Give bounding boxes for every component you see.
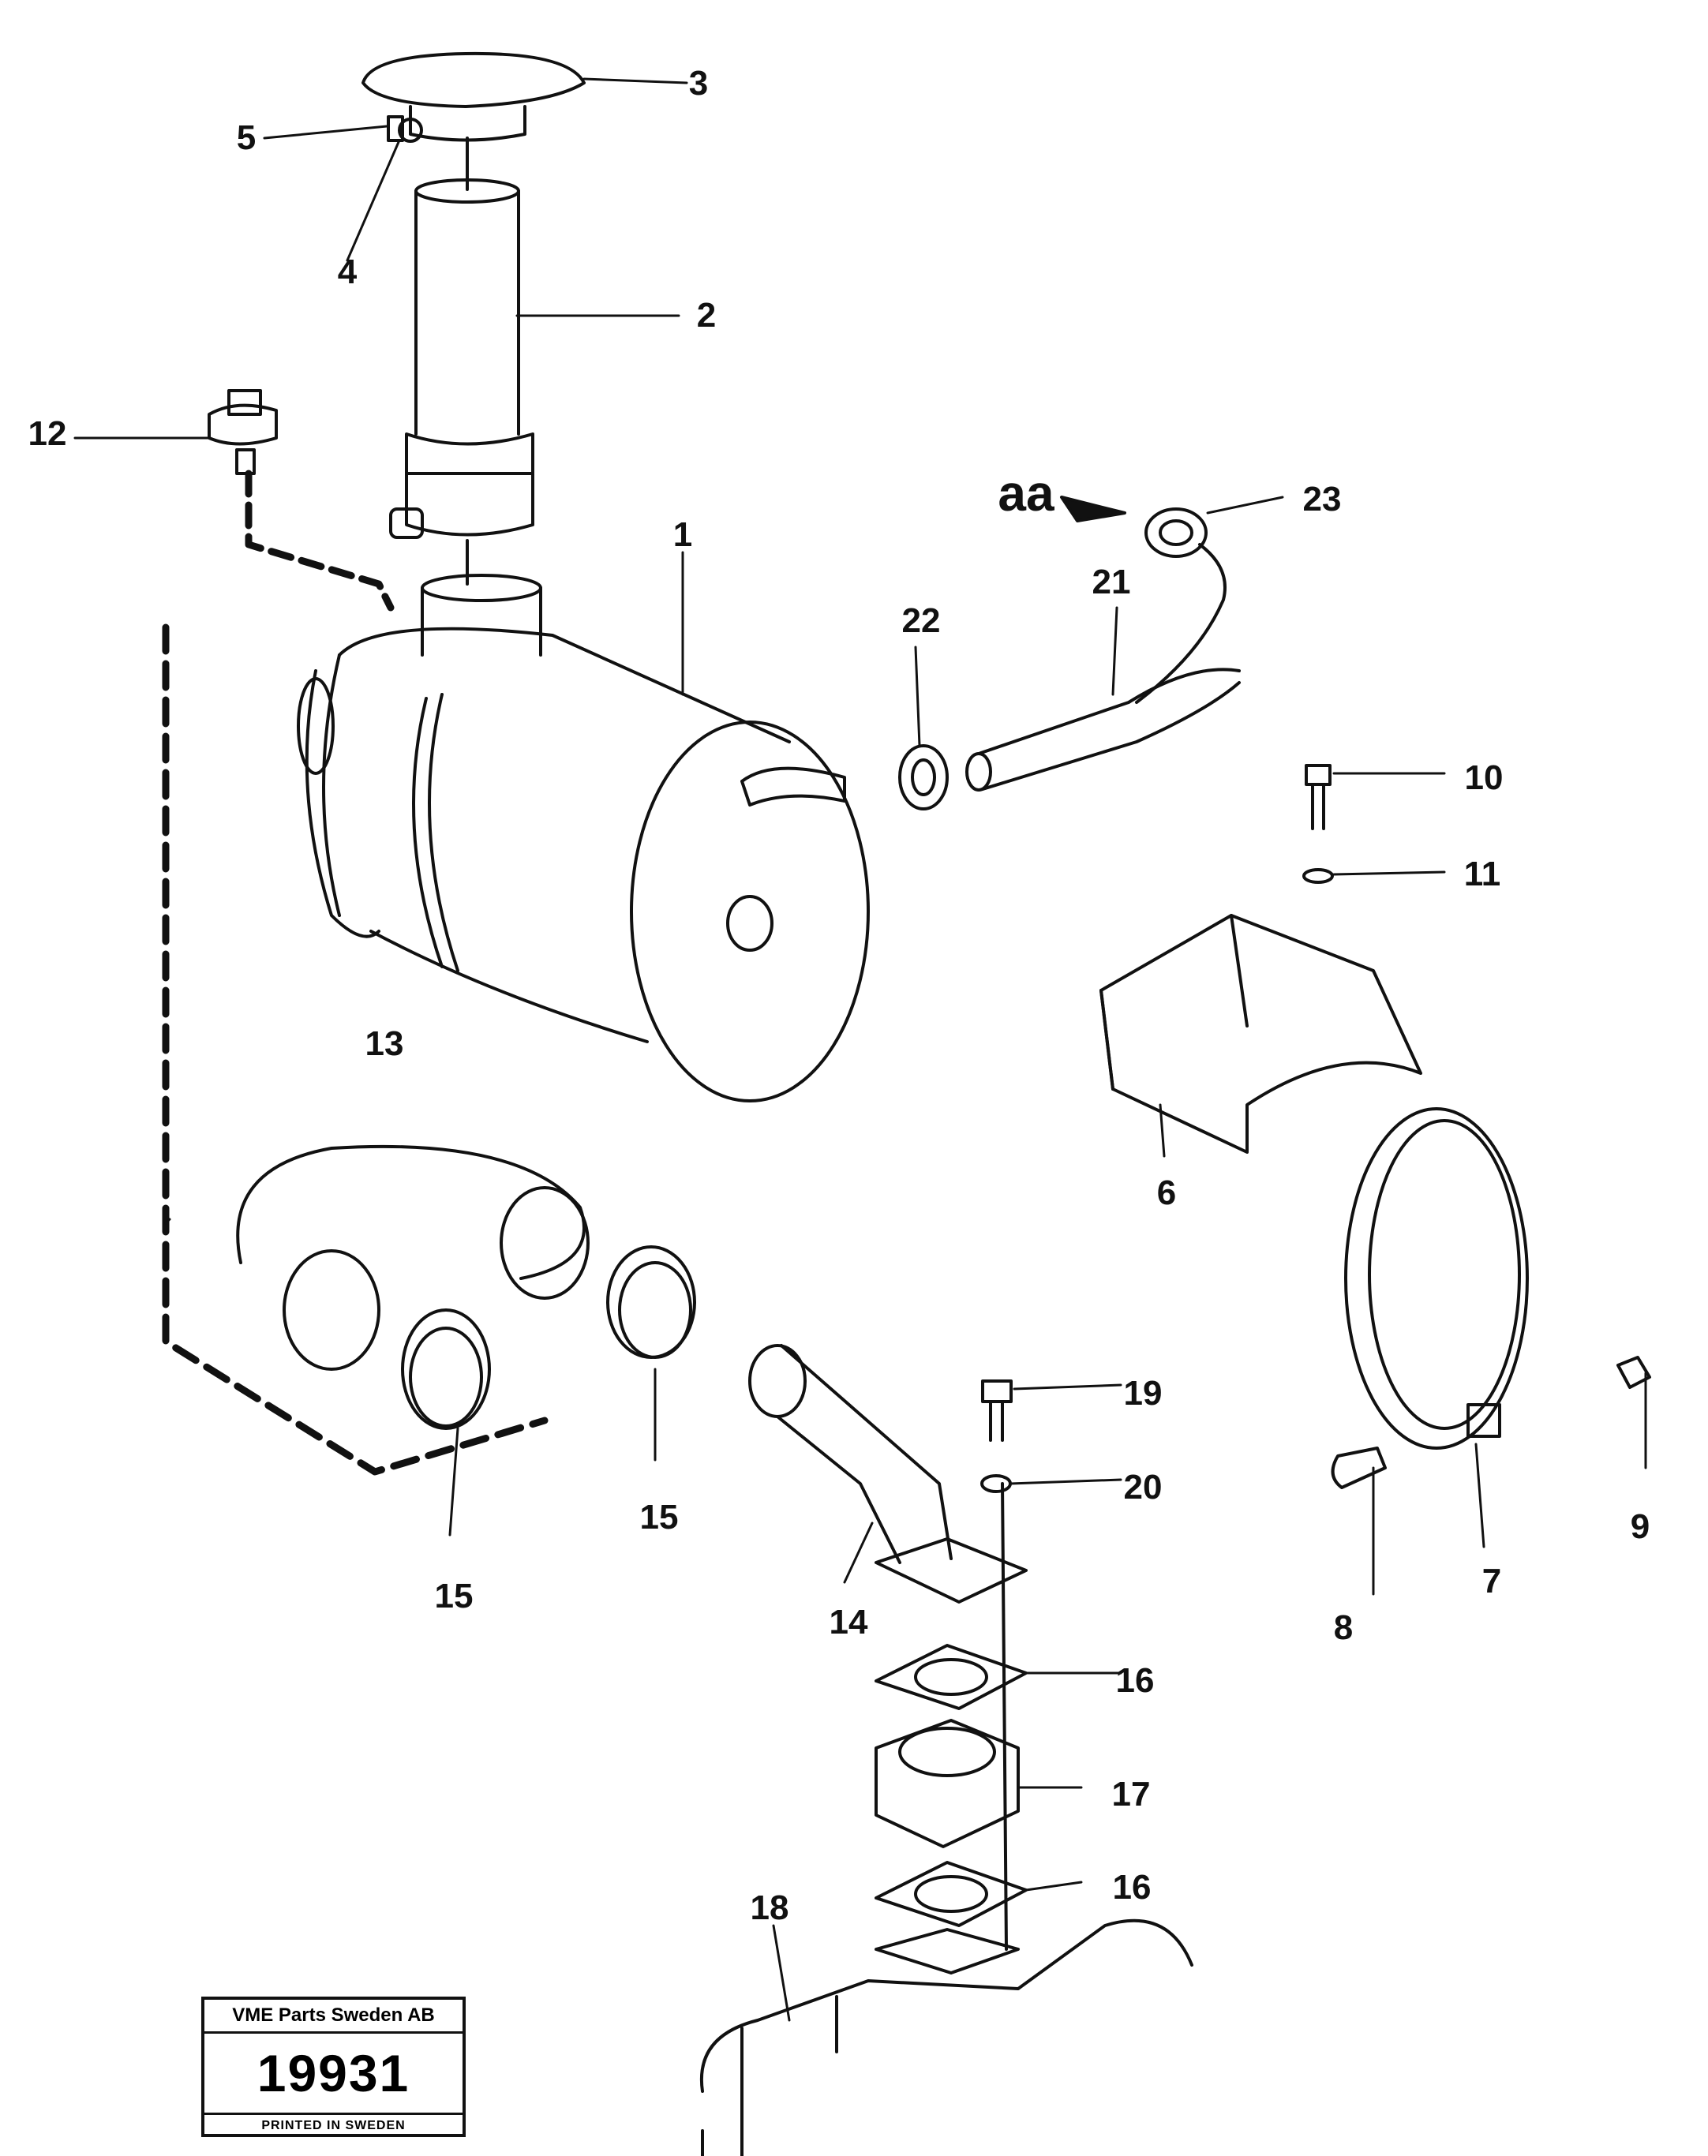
callout-17: 17 xyxy=(1111,1775,1151,1814)
bolt-washer xyxy=(1302,764,1334,884)
gasket-lower xyxy=(875,1861,1028,1927)
stamp-company: VME Parts Sweden AB xyxy=(204,2000,463,2034)
air-filter-housing xyxy=(297,574,870,1102)
stamp-footer: PRINTED IN SWEDEN xyxy=(204,2113,463,2137)
hose-clamps xyxy=(401,1245,696,1430)
intake-pipe-bend xyxy=(748,1344,1028,1604)
callout-7: 7 xyxy=(1481,1562,1502,1600)
stamp-number: 19931 xyxy=(257,2044,410,2102)
elbow-hose xyxy=(236,1144,590,1371)
callout-6: 6 xyxy=(1156,1173,1177,1212)
mounting-strap xyxy=(1331,1107,1651,1489)
callout-15-left: 15 xyxy=(434,1577,474,1615)
spacer xyxy=(875,1719,1020,1848)
callout-9: 9 xyxy=(1630,1507,1650,1546)
callout-15-middle: 15 xyxy=(639,1498,679,1537)
direction-label-aa: aa xyxy=(998,465,1054,522)
callout-1: 1 xyxy=(672,515,693,554)
callout-20: 20 xyxy=(1123,1468,1163,1507)
callout-13: 13 xyxy=(365,1024,404,1063)
callout-2: 2 xyxy=(696,296,717,335)
callout-19: 19 xyxy=(1123,1374,1163,1413)
callout-3: 3 xyxy=(688,64,709,103)
callout-5: 5 xyxy=(236,118,257,157)
intake-manifold xyxy=(699,1918,1193,2156)
callout-16-lower: 16 xyxy=(1112,1868,1152,1907)
callout-4: 4 xyxy=(337,253,358,291)
hose-assembly xyxy=(898,496,1241,810)
callout-21: 21 xyxy=(1092,563,1131,601)
intake-tube xyxy=(389,137,534,586)
callout-16-upper: 16 xyxy=(1115,1661,1155,1700)
cap-clamp xyxy=(387,115,423,143)
callout-18: 18 xyxy=(750,1888,789,1927)
callout-10: 10 xyxy=(1464,758,1504,797)
callout-14: 14 xyxy=(829,1603,868,1641)
publisher-stamp: VME Parts Sweden AB 19931 PRINTED IN SWE… xyxy=(201,1997,466,2137)
callout-12: 12 xyxy=(28,414,67,453)
service-indicator xyxy=(162,389,549,1476)
callout-8: 8 xyxy=(1333,1608,1354,1647)
rain-cap xyxy=(361,51,586,142)
callout-23: 23 xyxy=(1302,480,1342,518)
callout-11: 11 xyxy=(1463,855,1501,893)
callout-22: 22 xyxy=(901,601,941,640)
leader-lines xyxy=(73,77,1647,2022)
bracket xyxy=(1099,914,1422,1154)
